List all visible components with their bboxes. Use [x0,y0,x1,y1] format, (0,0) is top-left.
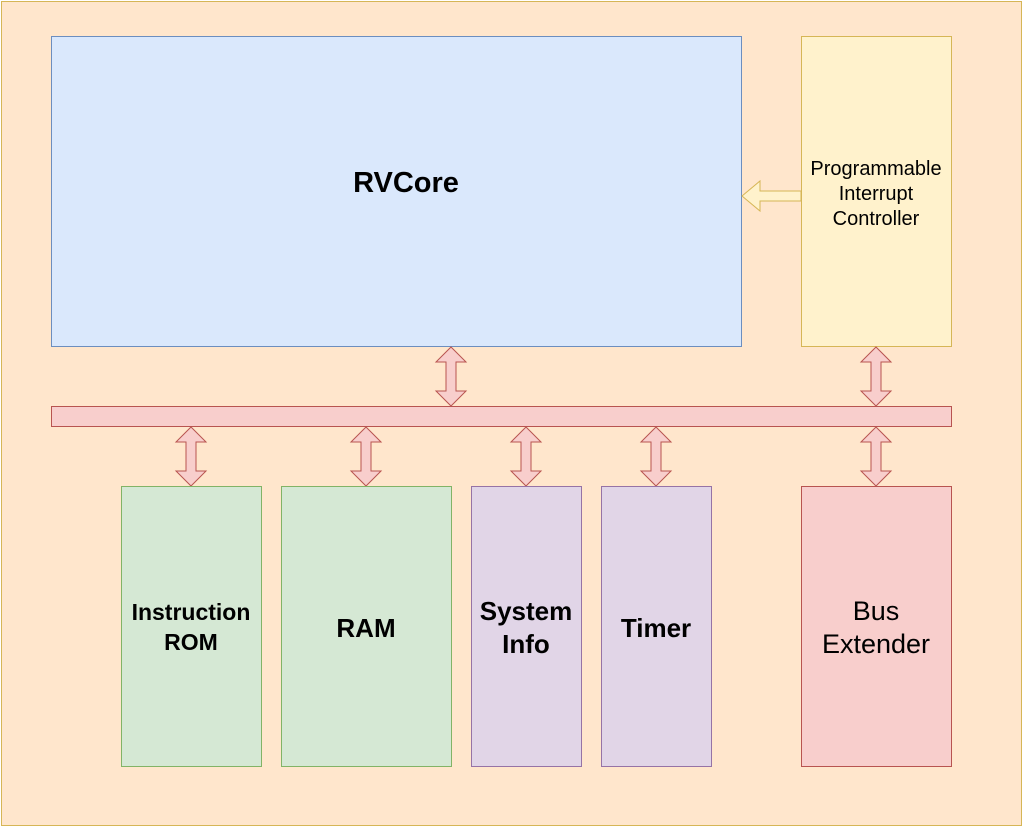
bus-extender-label-line-2: Extender [822,629,930,659]
instruction-rom-block[interactable]: Instruction ROM [121,486,262,767]
instruction-rom-label-line-2: ROM [164,629,218,655]
ram-label: RAM [336,613,395,643]
interrupt-arrow [741,179,802,213]
pic-label-line-2: Interrupt [839,183,914,205]
system-info-label-line-2: Info [502,629,550,659]
bus-extender-block[interactable]: Bus Extender [801,486,952,767]
timer-label: Timer [621,613,691,643]
pic-label-line-1: Programmable [810,158,941,180]
pic-label-line-3: Controller [833,208,920,230]
ram-block[interactable]: RAM [281,486,452,767]
rvcore-label: RVCore [353,167,459,199]
rvcore-block[interactable]: RVCore [51,36,742,347]
system-info-block[interactable]: System Info [471,486,582,767]
system-info-label-line-1: System [480,596,573,626]
interrupt-controller-block[interactable]: Programmable Interrupt Controller [801,36,952,347]
system-bus [51,406,952,427]
bus-extender-label-line-1: Bus [853,596,900,626]
instruction-rom-label-line-1: Instruction [132,599,251,625]
timer-block[interactable]: Timer [601,486,712,767]
